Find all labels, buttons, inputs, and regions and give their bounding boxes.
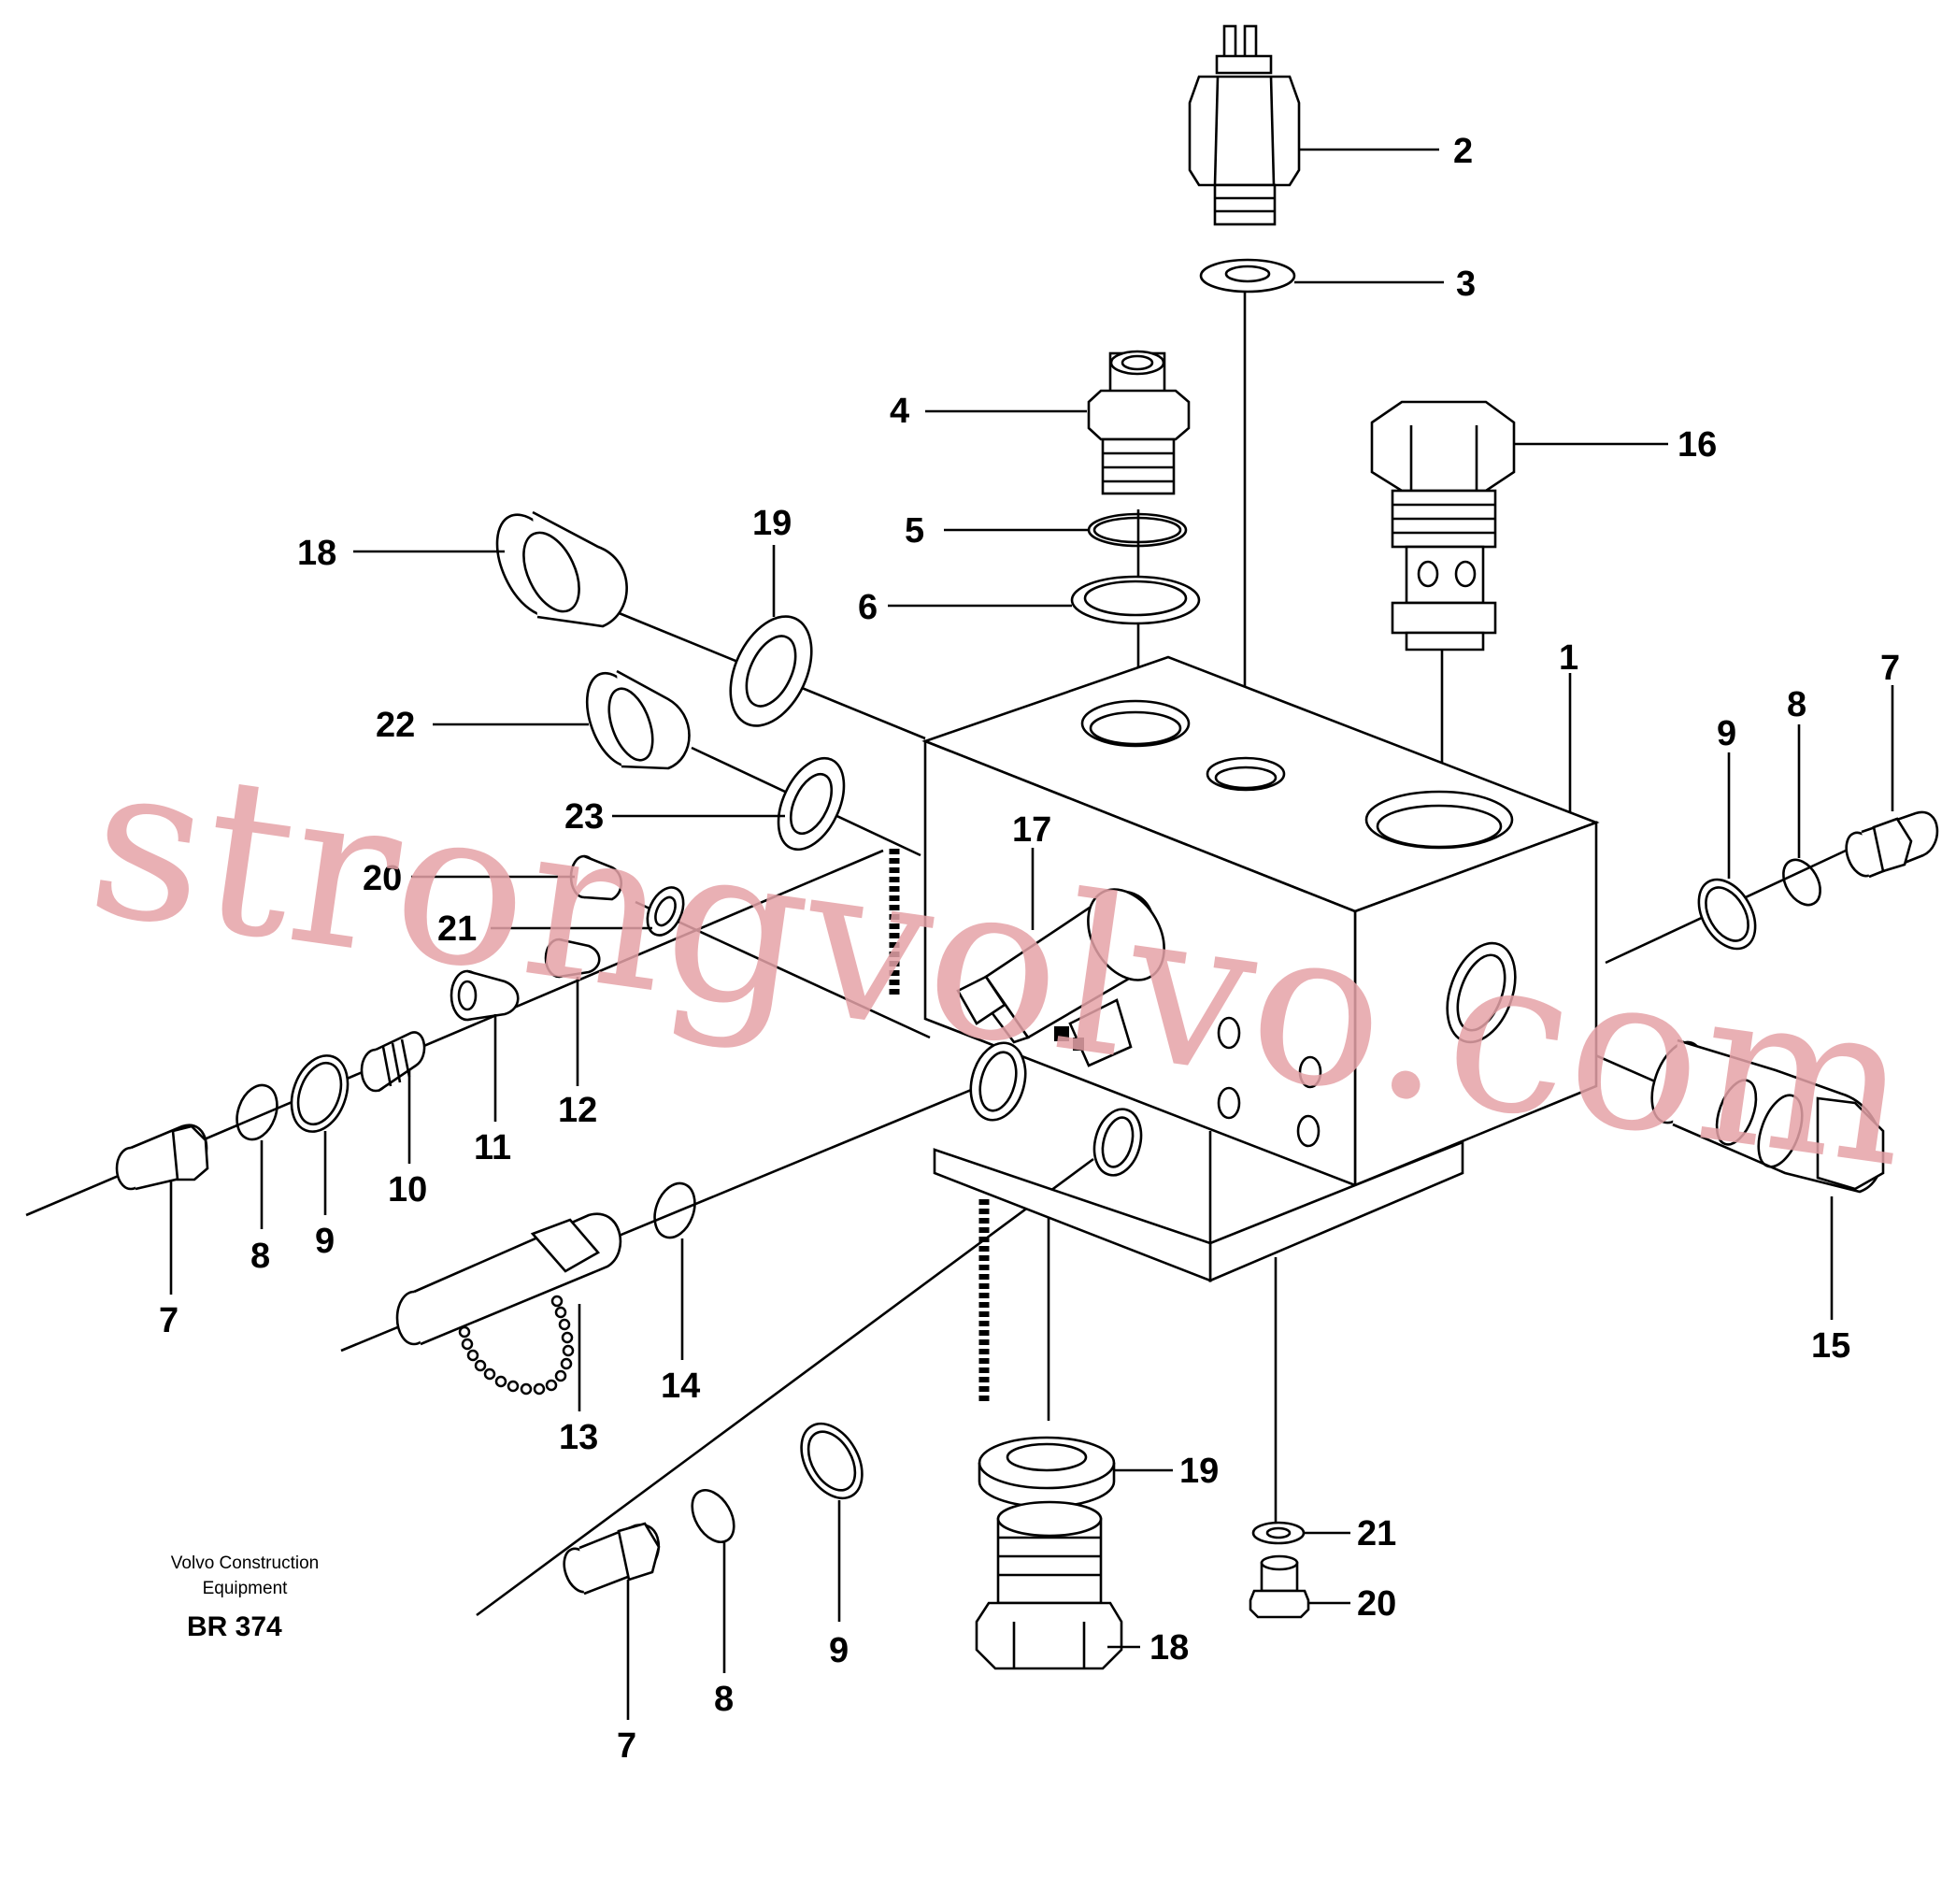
solenoid-17 [956, 888, 1165, 1067]
callout-21-upper: 21 [437, 909, 477, 949]
callout-21-lower: 21 [1357, 1514, 1396, 1553]
callout-1: 1 [1559, 638, 1578, 678]
washer-6 [1070, 575, 1201, 625]
company-line1: Volvo Construction [171, 1553, 319, 1573]
washer-19-lower [978, 1436, 1116, 1509]
nipple-7-lower [563, 1522, 661, 1596]
callout-7-left: 7 [159, 1301, 178, 1340]
washer-9-left [290, 1054, 350, 1133]
washer-21-lower [1251, 1521, 1306, 1545]
relief-valve-15 [1650, 1038, 1885, 1194]
callout-20-upper: 20 [363, 859, 402, 898]
spring-10 [360, 1031, 426, 1093]
callout-13: 13 [559, 1418, 598, 1457]
callout-numbers: 2 3 4 16 5 19 18 6 1 7 22 9 8 23 17 20 2… [159, 132, 1900, 1766]
o-ring-8-right [1782, 858, 1821, 907]
o-ring-8-lower [691, 1489, 735, 1543]
callout-2: 2 [1453, 132, 1473, 171]
callout-10: 10 [388, 1170, 427, 1210]
callout-9-left: 9 [315, 1222, 335, 1261]
callout-8-right: 8 [1787, 685, 1806, 724]
plug-18-lower [975, 1500, 1123, 1670]
nipple-4 [1087, 350, 1191, 495]
callout-18-lower: 18 [1149, 1628, 1189, 1668]
part-12 [544, 938, 601, 979]
callout-7-lower: 7 [617, 1726, 636, 1766]
plug-18-upper [495, 510, 628, 628]
callout-5: 5 [905, 511, 924, 551]
callout-14: 14 [661, 1367, 700, 1406]
company-line2: Equipment [203, 1579, 289, 1598]
washer-3 [1199, 258, 1296, 293]
test-coupling-13 [395, 1212, 622, 1396]
callout-23: 23 [564, 797, 604, 837]
callout-9-lower: 9 [829, 1631, 849, 1670]
washer-19-upper [729, 615, 813, 727]
plug-20-upper [569, 854, 623, 901]
callout-22: 22 [376, 706, 415, 745]
callout-9-right: 9 [1717, 714, 1736, 753]
part-11 [450, 969, 520, 1022]
o-ring-14 [653, 1181, 696, 1239]
nipple-7-left [115, 1124, 209, 1191]
callout-18-upper: 18 [297, 534, 336, 573]
callout-19-lower: 19 [1179, 1452, 1219, 1491]
callout-3: 3 [1456, 265, 1476, 304]
nipple-7-right [1845, 810, 1939, 879]
callout-19-upper: 19 [752, 504, 792, 543]
callout-6: 6 [858, 588, 878, 627]
callout-17: 17 [1012, 810, 1051, 850]
cartridge-valve-16 [1370, 400, 1516, 651]
callout-11: 11 [474, 1128, 511, 1167]
callout-leaders [169, 148, 1894, 1720]
washer-9-right [1697, 878, 1757, 951]
callout-8-left: 8 [250, 1237, 270, 1276]
plug-22 [585, 669, 691, 770]
callout-20-lower: 20 [1357, 1584, 1396, 1624]
callout-16: 16 [1678, 425, 1717, 465]
callout-7-right: 7 [1880, 649, 1900, 688]
plug-20-lower [1249, 1554, 1310, 1619]
callout-8-lower: 8 [714, 1680, 734, 1719]
callout-15: 15 [1811, 1326, 1850, 1366]
o-ring-8-left [236, 1083, 278, 1141]
callout-4: 4 [890, 392, 909, 431]
callout-12: 12 [558, 1091, 597, 1130]
pressure-switch [1188, 24, 1301, 226]
diagram-code: BR 374 [187, 1611, 282, 1642]
washer-21-upper [646, 886, 685, 937]
washer-23 [777, 756, 846, 852]
assembly-axis-lines [25, 266, 1847, 1617]
footer: Volvo Construction Equipment BR 374 [171, 1553, 319, 1642]
washer-9-lower [800, 1422, 864, 1500]
